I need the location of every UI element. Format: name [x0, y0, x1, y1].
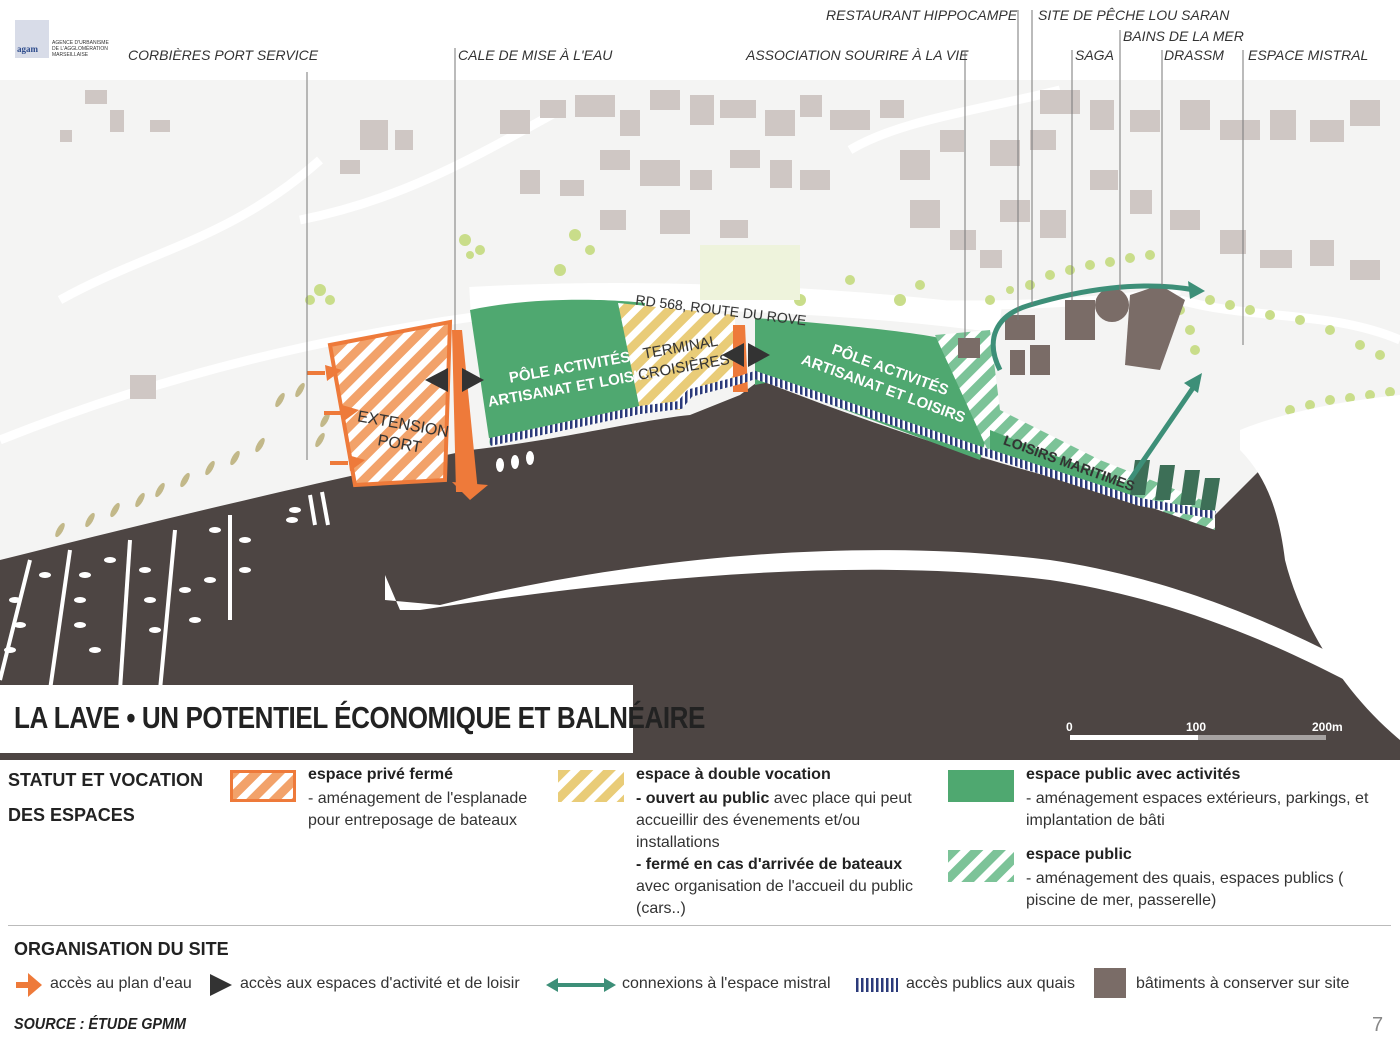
legend-swatch-double-vocation: [558, 770, 624, 802]
legend-swatch-prive-ferme: [230, 770, 296, 802]
source-credit: SOURCE : ÉTUDE GPMM: [14, 1016, 187, 1033]
legend-swatch-espace-public: [948, 850, 1014, 882]
callout-lines: [306, 10, 1244, 460]
black-triangle-icon: [208, 972, 234, 998]
quay-access-line: [489, 370, 1216, 519]
legend-desc-prive-ferme: - aménagement de l'esplanade pour entrep…: [308, 790, 528, 829]
pole-activites-1-zone: [470, 299, 645, 445]
mistral-connection-path-north: [990, 283, 1196, 372]
agam-logo-text: agam: [17, 44, 38, 54]
agam-line-2: DE L'AGGLOMÉRATION: [52, 46, 108, 52]
page-number: 7: [1372, 1014, 1384, 1036]
label-drassm: DRASSM: [1164, 47, 1224, 63]
orange-arrow-icon: [14, 970, 44, 1000]
scale-label-200: 200m: [1312, 720, 1343, 734]
urban-buildings: [60, 90, 1380, 399]
conserved-buildings: [958, 285, 1185, 375]
breakwater: [385, 550, 1400, 710]
org-label-acces-quais: accès publics aux quais: [906, 975, 1075, 992]
agam-caption: AGENCE D'URBANISME DE L'AGGLOMÉRATION MA…: [52, 40, 109, 58]
org-label-acces-activites: accès aux espaces d'activité et de loisi…: [240, 975, 520, 992]
title-panel: [0, 685, 633, 753]
activity-access-arrows: [425, 343, 770, 392]
org-label-connexions-mistral: connexions à l'espace mistral: [622, 975, 831, 992]
org-label-batiments: bâtiments à conserver sur site: [1136, 975, 1350, 992]
navy-dashes-icon: [856, 978, 898, 992]
organisation-heading: ORGANISATION DU SITE: [14, 939, 229, 959]
legend-title-espace-public: espace public: [1026, 846, 1132, 863]
legend-heading-line-2: DES ESPACES: [8, 805, 135, 825]
shore-vegetation: [55, 382, 330, 538]
scale-label-100: 100: [1186, 720, 1207, 734]
slipway: [452, 330, 478, 492]
label-saga: SAGA: [1075, 47, 1114, 63]
label-site-peche-lou-saran: SITE DE PÊCHE LOU SARAN: [1038, 7, 1230, 23]
pontoons: [0, 491, 330, 691]
moored-boats: [4, 447, 1373, 653]
legend-closed-bold: - fermé en cas d'arrivée de bateaux: [636, 856, 903, 873]
agam-line-3: MARSEILLAISE: [52, 52, 89, 58]
page-title: LA LAVE • UN POTENTIEL ÉCONOMIQUE ET BAL…: [14, 700, 705, 735]
building-swatch-icon: [1094, 968, 1126, 998]
legend-title-prive-ferme: espace privé fermé: [308, 766, 453, 783]
legend-desc-double-vocation: - ouvert au public avec place qui peut a…: [636, 788, 936, 920]
legend-desc-public-activites: - aménagement espaces extérieurs, parkin…: [1026, 790, 1369, 829]
legend-desc-espace-public: - aménagement des quais, espaces publics…: [1026, 870, 1344, 909]
label-corbieres-port-service: CORBIÈRES PORT SERVICE: [128, 47, 319, 63]
legend-open-rest: avec place qui peut accueillir des évene…: [636, 790, 912, 851]
label-association-sourire: ASSOCIATION SOURIRE À LA VIE: [746, 47, 969, 63]
label-restaurant-hippocampe: RESTAURANT HIPPOCAMPE: [826, 7, 1018, 23]
extension-port-zone: [327, 319, 453, 488]
label-bains-de-la-mer: BAINS DE LA MER: [1123, 28, 1244, 44]
mistral-connection-path-east: [1127, 383, 1198, 482]
legend-heading-line-1: STATUT ET VOCATION: [8, 770, 203, 790]
legend-open-bold: - ouvert au public: [636, 790, 770, 807]
legend-title-public-activites: espace public avec activités: [1026, 766, 1241, 783]
agam-line-1: AGENCE D'URBANISME: [52, 40, 109, 46]
teal-double-arrow-icon: [546, 976, 616, 994]
pole-activites-2-zone: [755, 318, 990, 460]
label-espace-mistral: ESPACE MISTRAL: [1248, 47, 1369, 63]
water-access-arrows: [307, 365, 365, 471]
scale-bar: [1070, 735, 1326, 740]
legend-title-double-vocation: espace à double vocation: [636, 766, 831, 783]
legend-closed-rest: avec organisation de l'accueil du public…: [636, 878, 914, 917]
agam-logo: [15, 20, 49, 58]
scale-label-0: 0: [1066, 720, 1073, 734]
org-label-acces-plan-eau: accès au plan d'eau: [50, 975, 192, 992]
legend-swatch-public-activites: [948, 770, 1014, 802]
label-cale-mise-eau: CALE DE MISE À L'EAU: [458, 47, 613, 63]
legend-divider: [8, 925, 1391, 926]
terminal-croisieres-zone: [618, 303, 735, 410]
park-area: [700, 245, 800, 300]
site-map: [0, 10, 1400, 760]
